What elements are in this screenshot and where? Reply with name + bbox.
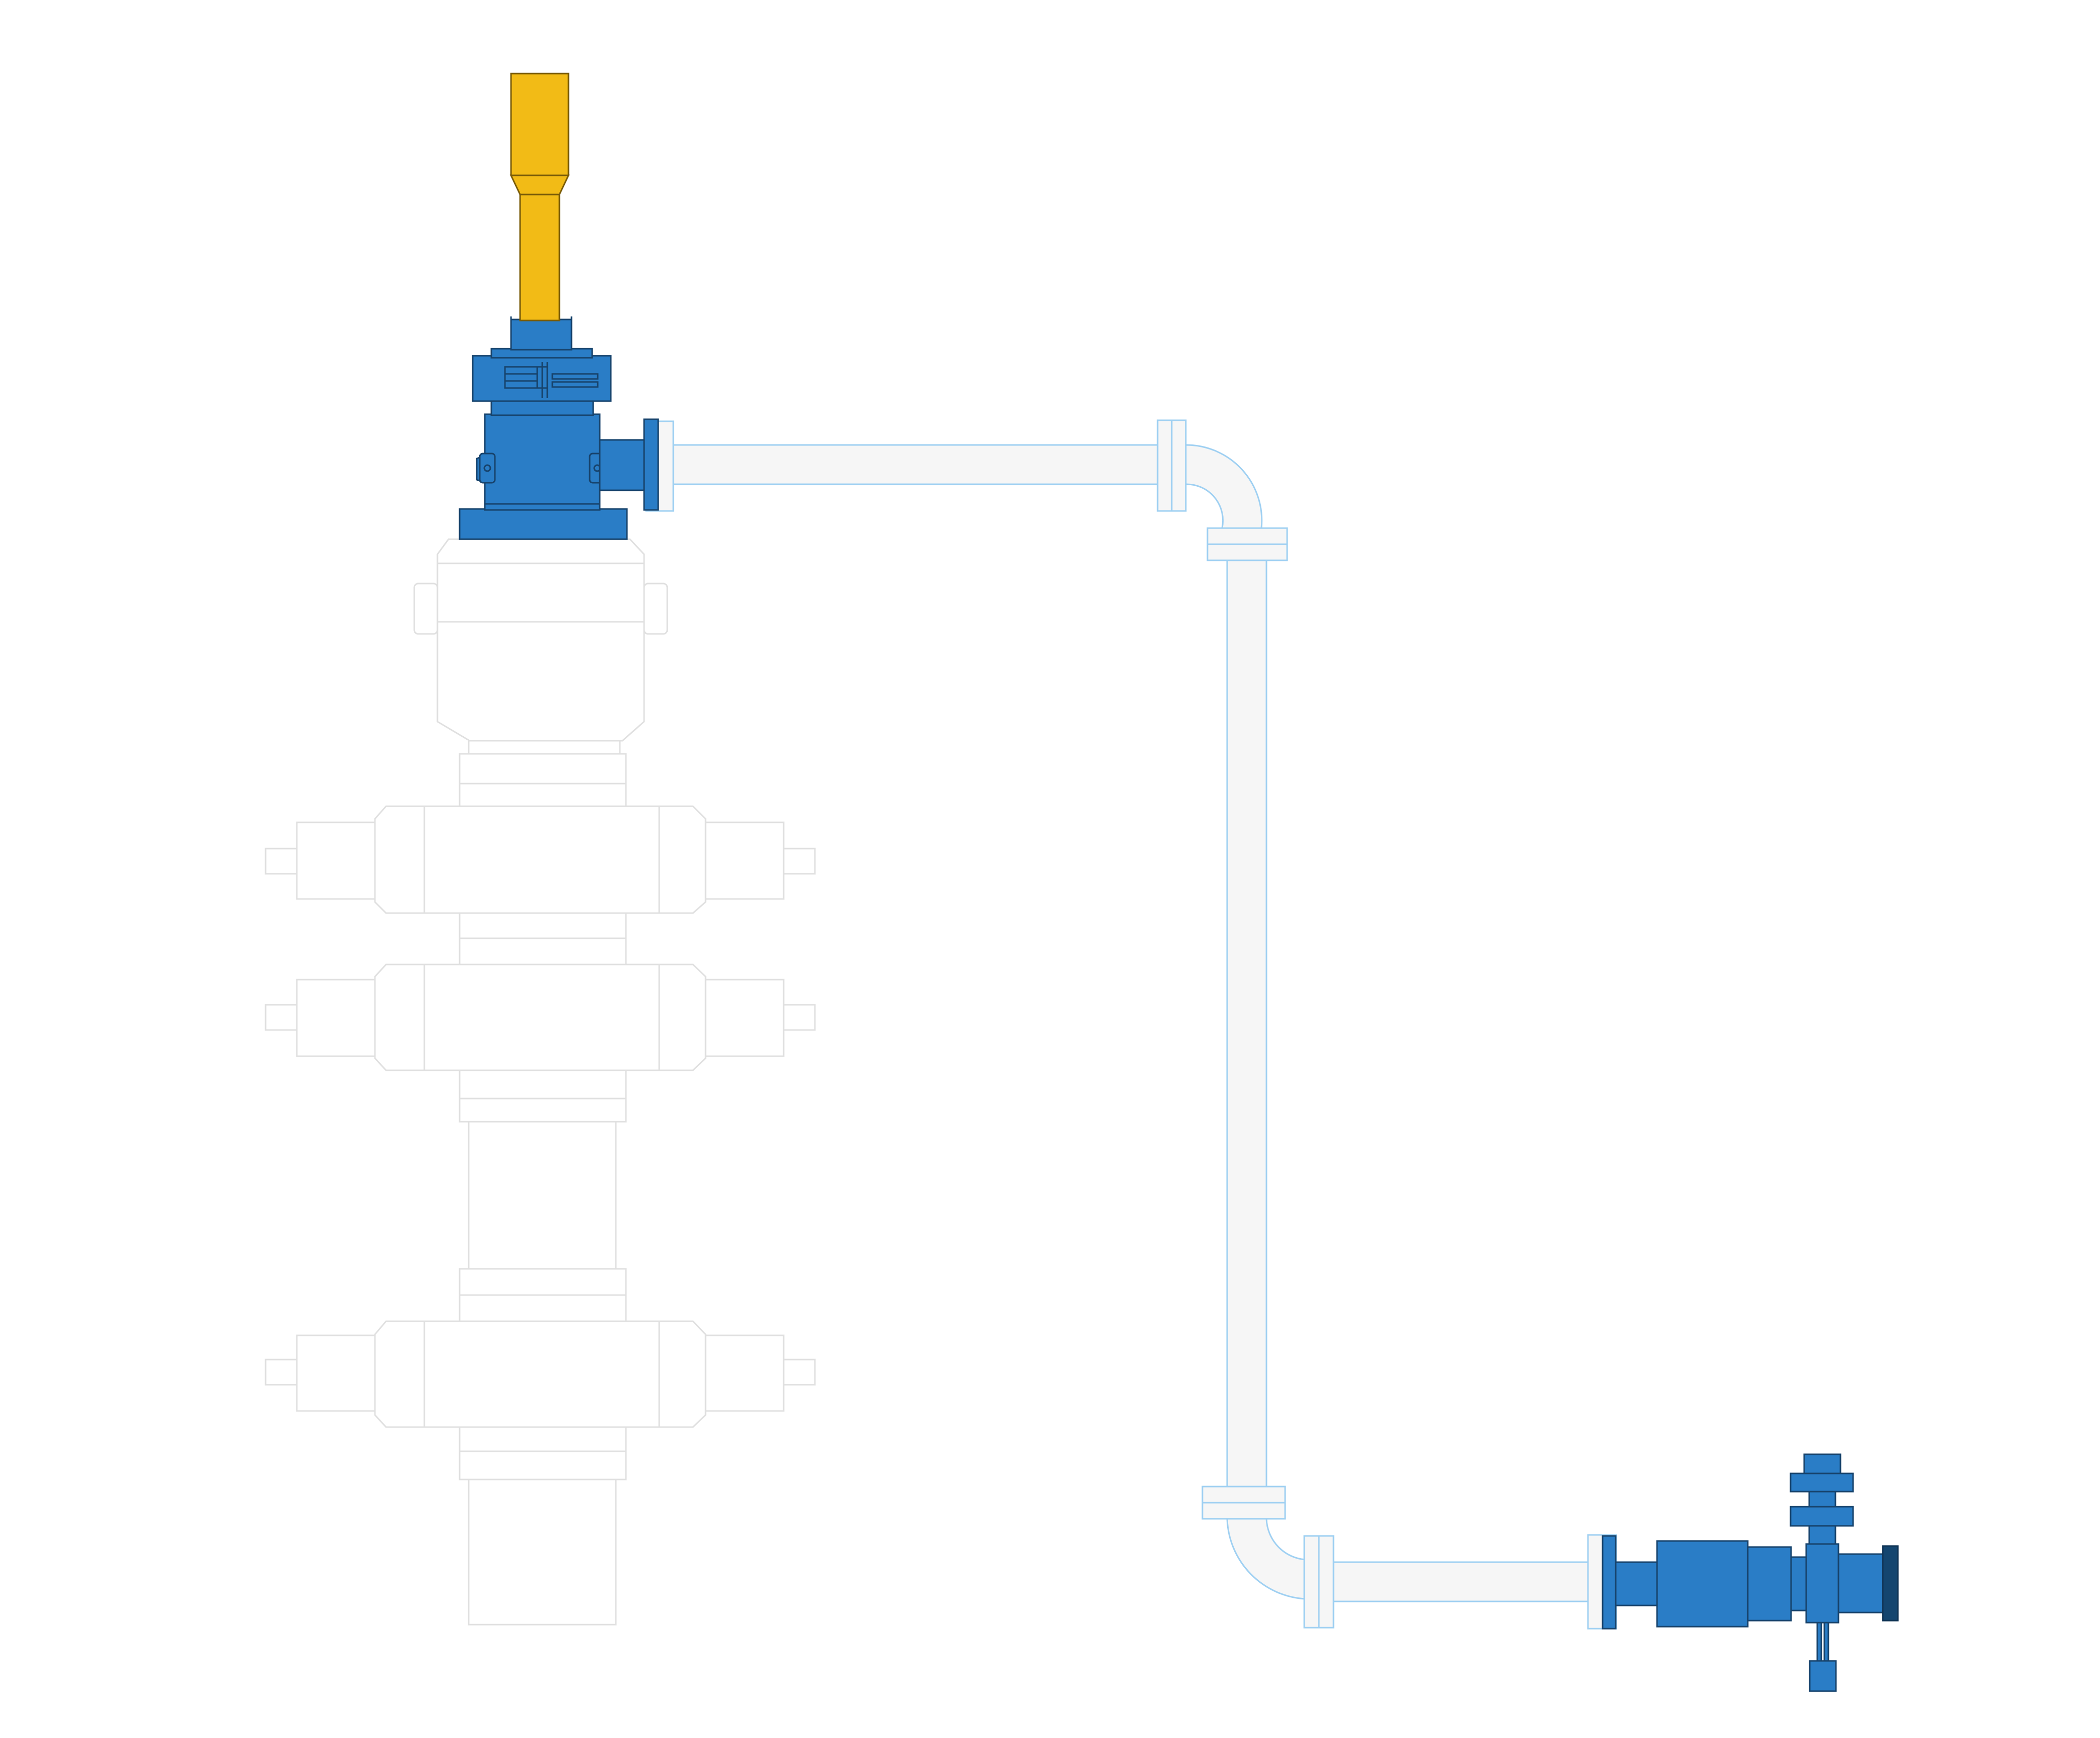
lower-valve-body bbox=[1656, 1540, 1749, 1628]
wellhead-bottom-casing bbox=[468, 1478, 617, 1626]
lower-valve-assembly bbox=[1602, 1453, 1899, 1692]
wellhead-top-head bbox=[436, 538, 645, 742]
actuator bbox=[510, 73, 570, 321]
pipe-elbow-lower bbox=[1226, 1518, 1306, 1600]
wellhead-spacer bbox=[459, 753, 627, 807]
valve-body bbox=[484, 413, 601, 511]
upper-valve-assembly bbox=[459, 316, 659, 540]
wellhead-side-lug bbox=[643, 583, 668, 635]
lower-outlet-cap bbox=[1882, 1545, 1899, 1622]
lower-handwheel-stem bbox=[1803, 1453, 1841, 1474]
lower-drain-cap bbox=[1809, 1660, 1837, 1692]
wellhead-spacer bbox=[459, 1426, 627, 1480]
valve-body-collar bbox=[490, 400, 594, 416]
lower-inlet-stub bbox=[1615, 1561, 1658, 1606]
lower-drain-stem bbox=[1816, 1622, 1822, 1662]
bop-ram-block-2 bbox=[265, 963, 816, 1071]
lower-tee-body bbox=[1805, 1543, 1839, 1624]
actuator-taper bbox=[510, 174, 570, 196]
lower-valve-collar bbox=[1790, 1556, 1807, 1612]
wellhead-spacer bbox=[459, 1069, 627, 1123]
lower-bonnet-plate bbox=[1790, 1506, 1854, 1527]
pipe-horizontal-upper bbox=[672, 444, 1163, 485]
bop-ram-block-3 bbox=[265, 1320, 816, 1428]
lower-stem-neck bbox=[1808, 1525, 1836, 1545]
actuator-cylinder bbox=[510, 73, 569, 176]
pipe-horizontal-lower bbox=[1332, 1561, 1589, 1602]
lower-bonnet-plate bbox=[1790, 1472, 1854, 1493]
bonnet-bolt-detail bbox=[504, 362, 599, 398]
valve-base-flange bbox=[459, 508, 628, 540]
lower-drain-stem bbox=[1823, 1622, 1829, 1662]
pipe-vertical bbox=[1226, 559, 1267, 1488]
actuator-stem bbox=[519, 194, 560, 321]
lower-outlet bbox=[1837, 1553, 1884, 1614]
wellhead-side-lug bbox=[413, 583, 438, 635]
valve-outlet-flange bbox=[643, 418, 659, 511]
wellhead-casing-segment bbox=[468, 1121, 617, 1270]
wellhead-neck bbox=[468, 740, 621, 755]
valve-outlet bbox=[599, 439, 646, 491]
wellhead-stack bbox=[265, 538, 816, 1626]
actuator-adapter bbox=[510, 318, 572, 351]
lower-inlet-flange bbox=[1602, 1535, 1617, 1630]
bop-ram-block-1 bbox=[265, 805, 816, 914]
pipe-elbow-upper bbox=[1185, 444, 1263, 529]
lower-valve-section bbox=[1747, 1546, 1792, 1622]
flow-pipe bbox=[645, 419, 1617, 1630]
lower-stem-neck bbox=[1808, 1491, 1836, 1508]
